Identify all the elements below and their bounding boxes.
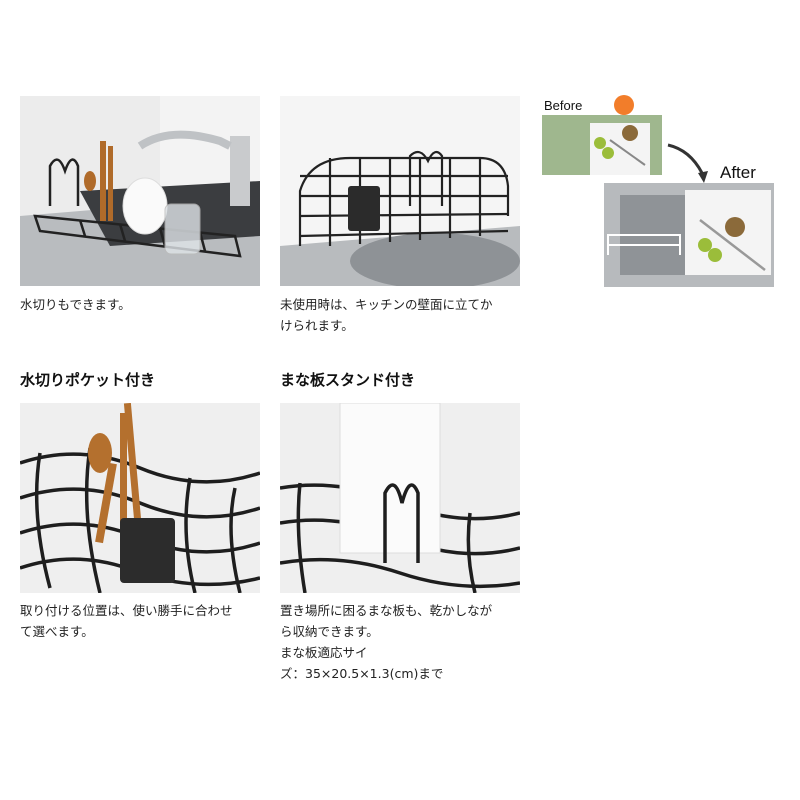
drainer-photo [20,96,260,286]
before-after-photo: Before After [540,95,776,287]
feature-heading-board-stand: まな板スタンド付き [280,371,416,389]
wall-stand-caption: 未使用時は、キッチンの壁面に立てか けられます。 [280,294,493,336]
drainer-caption: 水切りもできます。 [20,294,131,315]
before-label: Before [544,98,583,113]
caption-line: 未使用時は、キッチンの壁面に立てか [280,297,493,312]
caption-line: ら収納できます。 [280,624,379,639]
caption-line: て選べます。 [20,624,94,639]
caption-line: まな板適応サイ [280,645,368,660]
board-stand-photo [280,403,520,593]
board-stand-caption: 置き場所に困るまな板も、乾かしなが ら収納できます。 まな板適応サイ ズ：35×… [280,600,492,684]
caption-line: 取り付ける位置は、使い勝手に合わせ [20,603,233,618]
caption-line: 水切りもできます。 [20,297,131,312]
feature-heading-pocket: 水切りポケット付き [20,371,156,389]
caption-line: ズ：35×20.5×1.3(cm)まで [280,666,444,681]
after-label: After [720,163,756,182]
caption-line: 置き場所に困るまな板も、乾かしなが [280,603,493,618]
wall-stand-photo [280,96,520,286]
pocket-caption: 取り付ける位置は、使い勝手に合わせ て選べます。 [20,600,233,642]
caption-line: けられます。 [280,318,354,333]
drain-pocket-photo [20,403,260,593]
